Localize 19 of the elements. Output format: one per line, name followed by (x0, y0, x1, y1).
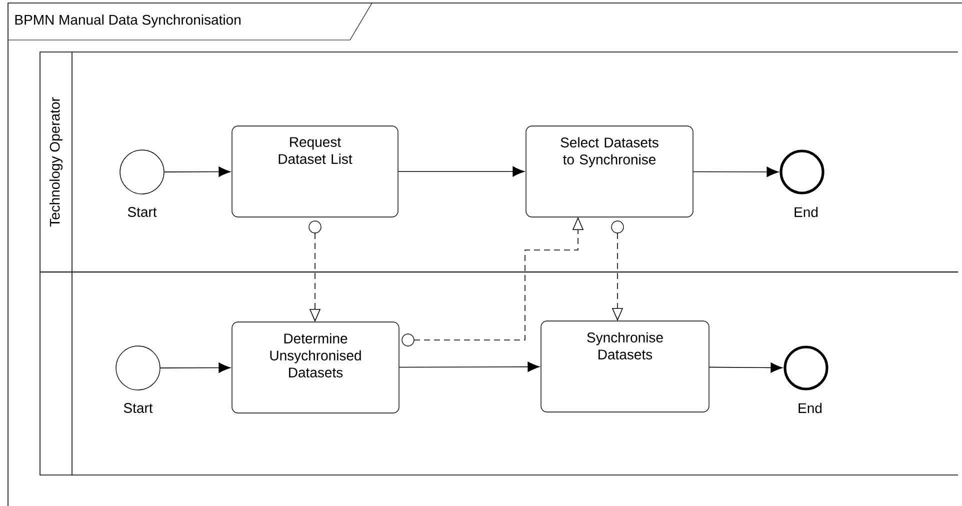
start-event-circle (116, 346, 160, 390)
event-label: End (794, 206, 818, 218)
task-box: Select Datasets to Synchronise (526, 126, 694, 218)
event-label: Start (124, 403, 153, 413)
sequence-flow-arrow (398, 166, 525, 177)
task-box: Determine Unsychronised Datasets (232, 322, 400, 414)
swimlane (40, 272, 958, 476)
sequence-flow-arrow (708, 362, 783, 373)
start-event-circle (120, 150, 164, 194)
sequence-flow-arrow (160, 362, 231, 373)
event-label: End (798, 402, 822, 414)
end-event-circle (780, 150, 824, 194)
task-box: Request Dataset List (232, 126, 398, 218)
sequence-flow-arrow (692, 166, 779, 178)
event-label: Start (128, 207, 157, 217)
end-event-circle (784, 346, 828, 390)
sequence-flow-arrow (164, 166, 231, 177)
sequence-flow-arrow (398, 362, 540, 372)
task-box: Synchronise Datasets (540, 320, 710, 412)
